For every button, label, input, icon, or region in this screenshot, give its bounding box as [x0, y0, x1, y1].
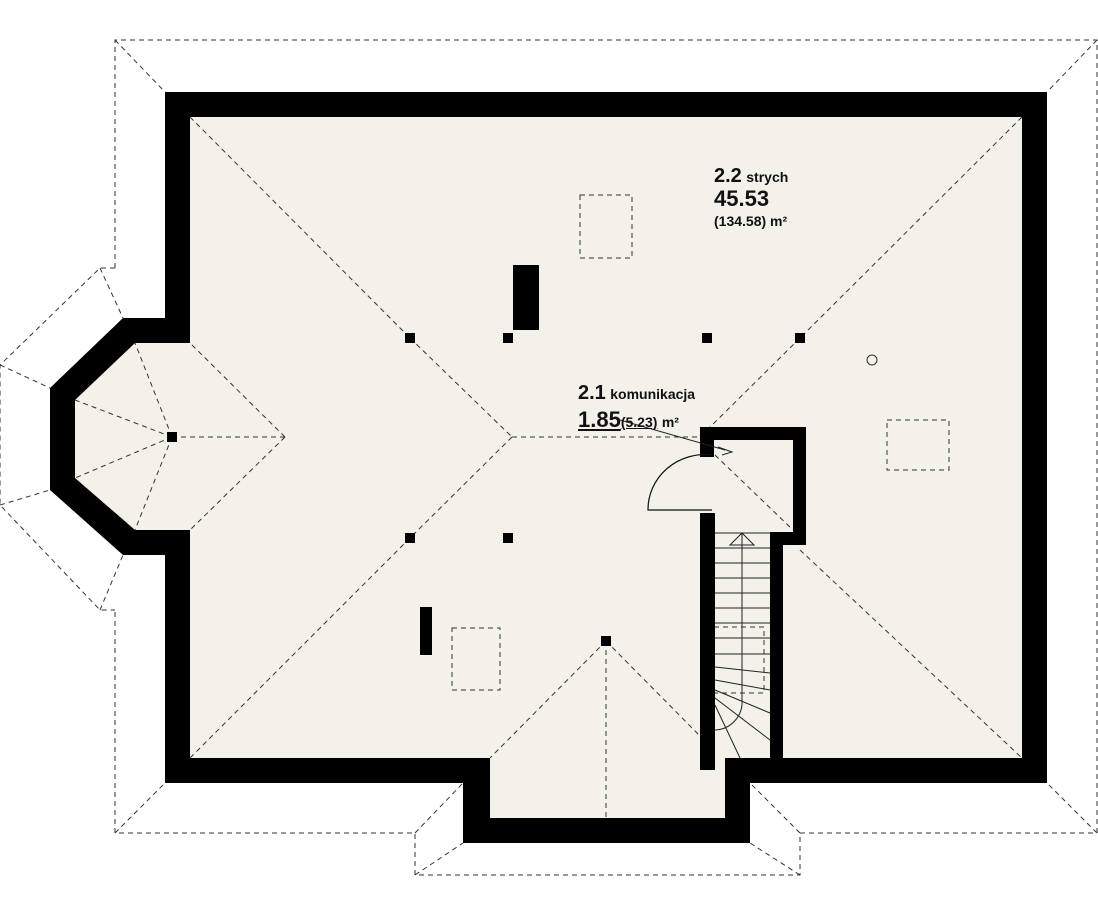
room-number: 2.2	[714, 165, 742, 187]
door-swing[interactable]	[647, 453, 713, 511]
chimney	[513, 265, 539, 330]
room-area-line: 1.85(5.23) m²	[578, 409, 679, 431]
room-number: 2.1	[578, 382, 606, 404]
room-area: 45.53	[714, 186, 770, 211]
chimney	[420, 607, 432, 655]
vent-icon	[866, 354, 878, 366]
room-name: strych	[746, 169, 789, 185]
columns	[167, 265, 805, 655]
roof-hip-lines	[74, 116, 1023, 818]
room-area-total: (5.23)	[620, 414, 658, 430]
room-label-strych: 2.2 strych	[714, 166, 788, 186]
area-total-value: (134.58)	[714, 213, 767, 229]
room-area-total: (134.58) m²	[714, 214, 787, 228]
room-label-komunikacja: 2.1 komunikacja	[578, 383, 695, 403]
staircase[interactable]	[619, 419, 771, 759]
roof-eave-outline	[0, 39, 1098, 876]
room-area: 1.85	[578, 407, 621, 432]
area-unit: m²	[770, 213, 788, 229]
exterior-walls	[50, 92, 1047, 843]
stair-enclosure-walls	[700, 427, 806, 770]
area-unit: m²	[661, 414, 679, 430]
room-name: komunikacja	[610, 386, 696, 402]
floor-area	[75, 117, 1022, 818]
